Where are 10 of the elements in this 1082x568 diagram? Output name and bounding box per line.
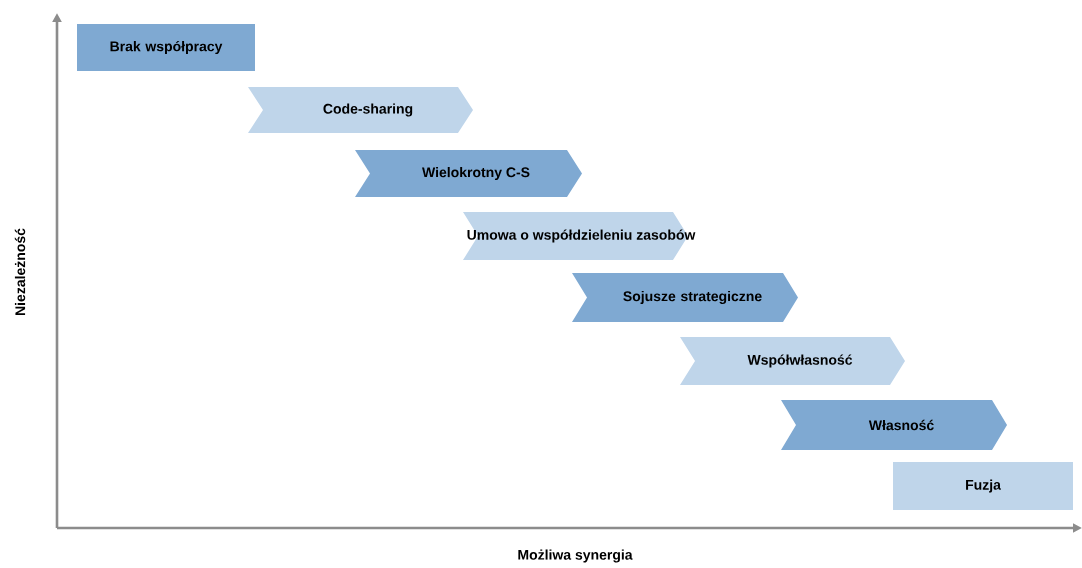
chevron-step: Umowa o współdzieleniu zasobów (463, 212, 696, 260)
y-axis-label: Niezależność (14, 228, 26, 316)
chevron-step: Własność (781, 400, 1007, 450)
chevron-step: Sojusze strategiczne (572, 273, 798, 322)
chevron-step: Wielokrotny C-S (355, 150, 582, 197)
step-box: Brak współpracy (77, 24, 255, 71)
chevron-step: Code-sharing (248, 87, 473, 133)
step-box: Fuzja (893, 462, 1073, 510)
chevron-step: Współwłasność (680, 337, 905, 385)
x-axis-label: Możliwa synergia (518, 549, 633, 563)
